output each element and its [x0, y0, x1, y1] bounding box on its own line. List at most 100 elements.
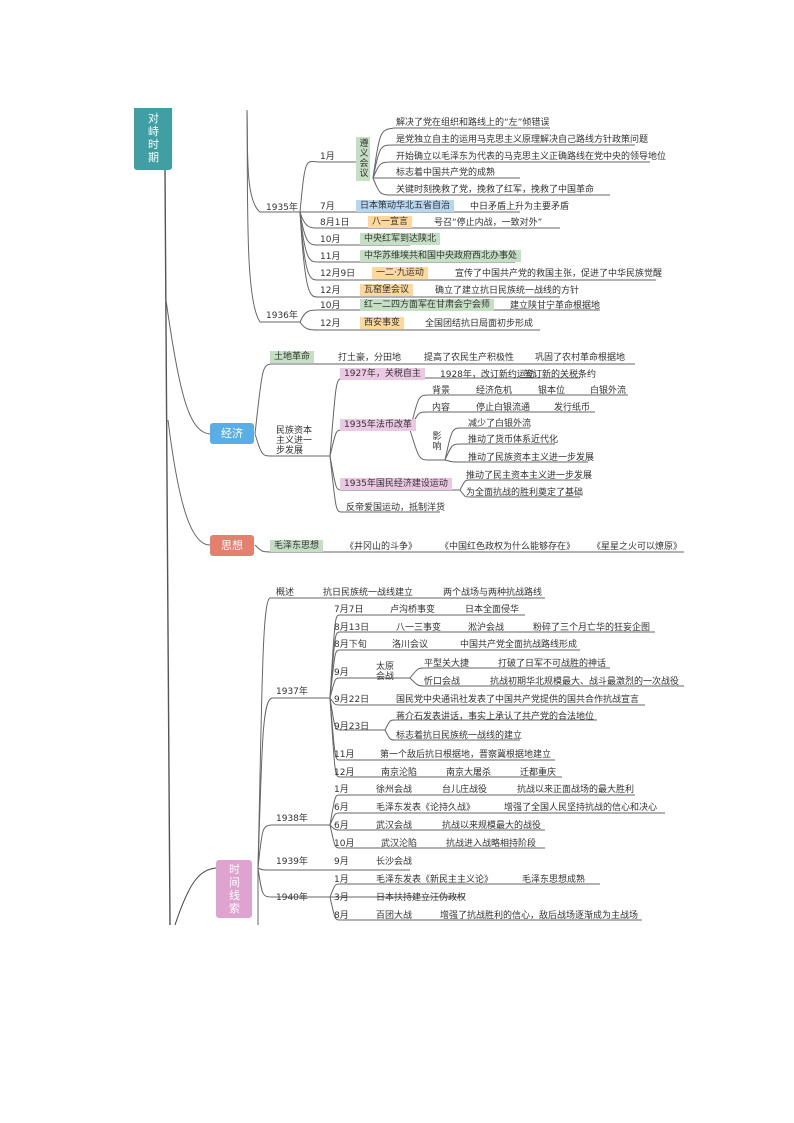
month-label: 1月	[334, 785, 349, 795]
event-note: 宣传了中国共产党的救国主张，促进了中华民族觉醒	[455, 269, 663, 279]
event-note: 确立了建立抗日民族统一战线的方针	[435, 286, 580, 296]
land-item: 巩固了农村革命根据地	[535, 353, 626, 363]
topic-duizhi-label: 对峙时期	[148, 112, 159, 164]
month-label: 3月	[334, 893, 349, 903]
event-item: 徐州会战	[376, 785, 413, 795]
event-item: 中国共产党全面抗战路线形成	[460, 640, 578, 650]
capital-label: 民族资本主义进一步发展	[276, 426, 313, 456]
event-note: 中日矛盾上升为主要矛盾	[470, 202, 570, 212]
month-label: 8月下旬	[334, 640, 367, 650]
construction-item: 为全面抗战的胜利奠定了基础	[466, 488, 584, 498]
month-label: 9月23日	[334, 722, 370, 732]
topic-shijian[interactable]: 时间线索	[216, 860, 252, 918]
fabi-bg-item: 银本位	[538, 386, 566, 396]
event-item: 抗战以来正面战场的最大胜利	[517, 785, 635, 795]
month-label: 6月	[334, 803, 349, 813]
zunyi-point: 是党独立自主的运用马克思主义原理解决自己路线方针政策问题	[396, 135, 649, 145]
thought-item: 《井冈山的斗争》	[345, 542, 418, 552]
year-1936: 1936年	[266, 311, 298, 321]
fabi-impact-item: 推动了民族资本主义进一步发展	[468, 453, 595, 463]
construction-item: 推动了民主资本主义进一步发展	[466, 471, 593, 481]
mao-thought-box[interactable]: 毛泽东思想	[270, 540, 324, 552]
event-note: 号召“停止内战，一致对外”	[434, 218, 543, 228]
event-item: 增强了抗战胜利的信心，敌后战场逐渐成为主战场	[440, 911, 639, 921]
month-label: 8月13日	[334, 623, 370, 633]
month-label: 1月	[320, 152, 335, 162]
event-box[interactable]: 八一宣言	[368, 216, 413, 228]
event-item: 八一三事变	[396, 623, 442, 633]
event-item: 打破了日军不可战胜的神话	[498, 659, 607, 669]
event-item: 百团大战	[376, 911, 413, 921]
event-box[interactable]: 中华苏维埃共和国中央政府西北办事处	[360, 250, 522, 262]
month-label: 7月	[320, 202, 335, 212]
topic-sixiang[interactable]: 思想	[210, 535, 254, 556]
month-label: 9月22日	[334, 695, 370, 705]
fabi-bg-item: 经济危机	[476, 386, 513, 396]
fabi-impact-item: 减少了白银外流	[468, 419, 532, 429]
fabi-content-label: 内容	[432, 403, 451, 413]
month-label: 12月	[334, 768, 355, 778]
zunyi-box[interactable]: 遵义会议	[356, 137, 370, 181]
fabi-content-item: 发行纸币	[554, 403, 591, 413]
year-1939: 1939年	[276, 857, 308, 867]
event-item: 武汉沦陷	[381, 839, 418, 849]
event-box[interactable]: 一二·九运动	[372, 267, 428, 279]
tariff-box[interactable]: 1927年，关税自主	[340, 368, 425, 380]
event-item: 淞沪会战	[468, 623, 505, 633]
year-1935: 1935年	[266, 203, 298, 213]
fabi-impact-label: 影响	[432, 432, 442, 452]
boycott-text: 反帝爱国运动，抵制洋货	[346, 503, 446, 513]
zunyi-point: 标志着中国共产党的成熟	[396, 168, 496, 178]
tariff-item: 1928年，改订新约运动	[440, 370, 535, 380]
month-label: 10月	[320, 301, 341, 311]
event-item: 武汉会战	[376, 821, 413, 831]
event-note: 全国团结抗日局面初步形成	[425, 319, 534, 329]
tariff-item: 签订新的关税条约	[524, 370, 597, 380]
month-label: 11月	[334, 750, 355, 760]
month-label: 10月	[334, 839, 355, 849]
month-label: 9月	[334, 857, 349, 867]
event-item: 毛泽东发表《论持久战》	[376, 803, 476, 813]
event-item: 日本全面侵华	[465, 605, 520, 615]
event-item: 毛泽东思想成熟	[522, 875, 586, 885]
zunyi-point: 关键时刻挽救了党，挽救了红军，挽救了中国革命	[396, 185, 595, 195]
year-1938: 1938年	[276, 814, 308, 824]
event-item: 南京沦陷	[381, 768, 418, 778]
topic-jingji[interactable]: 经济	[210, 423, 254, 444]
event-note: 建立陕甘宁革命根据地	[510, 301, 601, 311]
event-item: 粉碎了三个月亡华的狂妄企图	[533, 623, 651, 633]
year-1937: 1937年	[276, 687, 308, 697]
event-box[interactable]: 日本策动华北五省自治	[356, 200, 455, 212]
event-box[interactable]: 瓦窑堡会议	[360, 284, 414, 296]
event-item: 长沙会战	[376, 857, 413, 867]
event-box[interactable]: 西安事变	[360, 317, 405, 329]
month-label: 12月	[320, 319, 341, 329]
month-label: 12月9日	[320, 269, 356, 279]
taiyuan-label: 太原会战	[376, 662, 395, 682]
month-label: 11月	[320, 252, 341, 262]
fabi-bg-label: 背景	[432, 386, 451, 396]
month-label: 8月1日	[320, 218, 350, 228]
month-label: 10月	[320, 235, 341, 245]
thought-item: 《中国红色政权为什么能够存在》	[440, 542, 576, 552]
fabi-box[interactable]: 1935年法币改革	[340, 419, 416, 431]
land-revolution-box[interactable]: 土地革命	[270, 351, 315, 363]
month-label: 8月	[334, 911, 349, 921]
event-item: 蒋介石发表讲话，事实上承认了共产党的合法地位	[396, 712, 595, 722]
event-item: 第一个敌后抗日根据地，晋察冀根据地建立	[380, 750, 552, 760]
event-item: 抗战进入战略相持阶段	[446, 839, 537, 849]
event-box[interactable]: 中央红军到达陕北	[360, 233, 441, 245]
month-label: 7月7日	[334, 605, 364, 615]
land-item: 打土豪，分田地	[338, 353, 402, 363]
event-item: 忻口会战	[424, 677, 461, 687]
topic-duizhi[interactable]: 对峙时期	[134, 108, 172, 170]
event-item: 台儿庄战役	[442, 785, 488, 795]
event-item: 标志着抗日民族统一战线的建立	[396, 731, 523, 741]
event-item: 增强了全国人民坚持抗战的信心和决心	[504, 803, 658, 813]
overview-item: 抗日民族统一战线建立	[323, 588, 414, 598]
year-1940: 1940年	[276, 893, 308, 903]
event-box[interactable]: 红一二四方面军在甘肃会宁会师	[360, 299, 495, 311]
overview-label: 概述	[276, 588, 295, 598]
construction-box[interactable]: 1935年国民经济建设运动	[340, 478, 452, 490]
event-item: 抗战初期华北规模最大、战斗最激烈的一次战役	[490, 677, 680, 687]
